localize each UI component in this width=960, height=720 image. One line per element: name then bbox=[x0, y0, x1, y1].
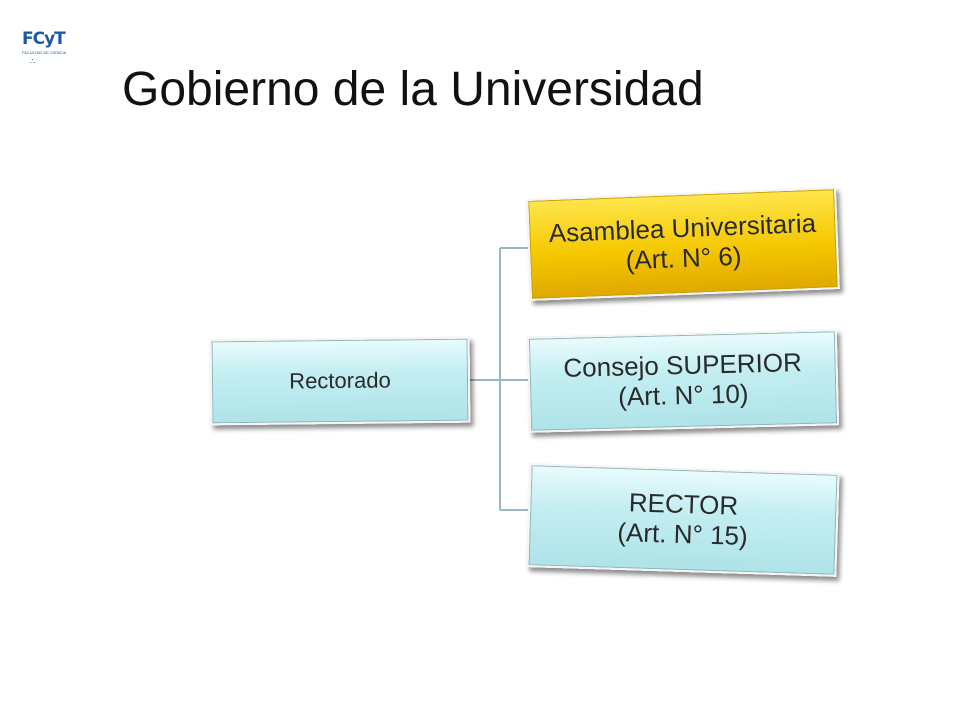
node-asamblea-label: Asamblea Universitaria (Art. N° 6) bbox=[548, 208, 817, 276]
logo-text: FCyT bbox=[22, 29, 66, 49]
logo-mark-icon: ∴ bbox=[30, 57, 36, 66]
node-rector: RECTOR (Art. N° 15) bbox=[526, 463, 840, 577]
node-rectorado-label: Rectorado bbox=[289, 367, 391, 394]
fcyt-logo: FCyT FACULTAD DE CIENCIA Y TECNOLOGÍA UA… bbox=[22, 30, 66, 82]
logo-subtitle: FACULTAD DE CIENCIA Y TECNOLOGÍA UADER bbox=[22, 50, 66, 55]
node-rector-label: RECTOR (Art. N° 15) bbox=[616, 487, 749, 552]
node-rectorado: Rectorado bbox=[209, 336, 471, 426]
page-title: Gobierno de la Universidad bbox=[122, 63, 704, 116]
node-consejo-label: Consejo SUPERIOR (Art. N° 10) bbox=[563, 347, 803, 412]
node-consejo-superior: Consejo SUPERIOR (Art. N° 10) bbox=[526, 329, 840, 433]
node-asamblea-universitaria: Asamblea Universitaria (Art. N° 6) bbox=[526, 187, 840, 301]
